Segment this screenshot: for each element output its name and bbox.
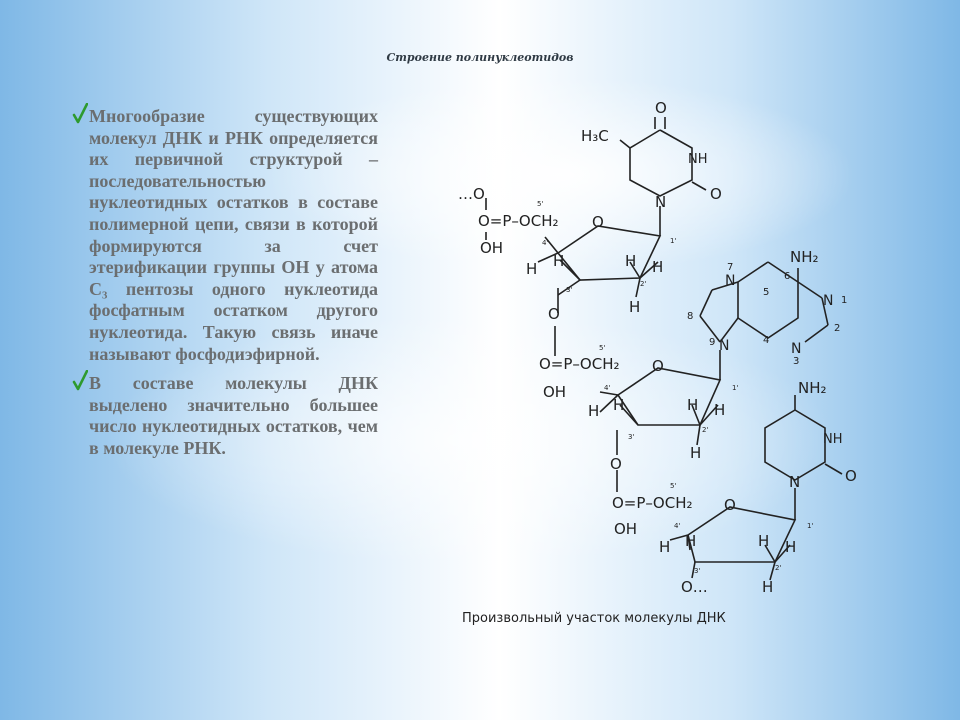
label: NH₂ — [798, 379, 827, 397]
label: O — [610, 455, 622, 473]
ring-number: 8 — [687, 311, 693, 322]
atom-number: 4' — [674, 522, 680, 530]
label: O — [655, 99, 667, 117]
label: H — [758, 532, 769, 550]
label: N — [823, 293, 833, 309]
label: H — [613, 396, 624, 414]
atom-number: 1' — [732, 384, 738, 392]
bonds — [485, 117, 843, 581]
atom-number: 1' — [670, 237, 676, 245]
label: H — [762, 578, 773, 596]
ring-number: 9 — [709, 337, 715, 348]
diagram-caption: Произвольный участок молекулы ДНК — [462, 611, 726, 626]
atom-number: 4' — [542, 239, 548, 247]
label: N — [655, 193, 666, 211]
label: H — [629, 298, 640, 316]
label: O=P–OCH₂ — [478, 212, 559, 230]
slide-title: Строение полинуклеотидов — [386, 51, 574, 64]
label: H — [714, 401, 725, 419]
label: NH₂ — [790, 248, 819, 266]
label: H — [652, 258, 663, 276]
atom-number: 2' — [702, 426, 708, 434]
label: H₃C — [581, 127, 609, 145]
label: N — [789, 473, 800, 491]
label: N — [725, 273, 735, 289]
label: H — [685, 532, 696, 550]
label: H — [785, 538, 796, 556]
label: O — [845, 467, 857, 485]
label: NH — [823, 432, 843, 447]
ring-number: 1 — [841, 295, 847, 306]
bullet-paragraph-2: В составе молекулы ДНК выделено значител… — [72, 370, 378, 459]
paragraph-text: Многообразие существующих молекул ДНК и … — [89, 106, 378, 364]
bullet-paragraph-1: Многообразие существующих молекул ДНК и … — [72, 103, 378, 365]
atom-number: 2' — [775, 564, 781, 572]
label: H — [687, 396, 698, 414]
ring-number: 7 — [727, 262, 733, 273]
label: OH — [614, 520, 637, 538]
label: H — [625, 252, 636, 270]
label: N — [719, 338, 729, 354]
label: NH — [688, 152, 708, 167]
ring-number: 4 — [763, 335, 769, 346]
label: H — [526, 260, 537, 278]
label: H — [659, 538, 670, 556]
atom-number: 5' — [537, 200, 543, 208]
label: H — [690, 444, 701, 462]
ring-number: 5 — [763, 287, 769, 298]
label: N — [791, 341, 801, 357]
dna-structure-diagram: O H₃C NH O N …O O=P–OCH₂ OH O H H H H H … — [458, 99, 857, 596]
label: H — [588, 402, 599, 420]
label: H — [553, 252, 564, 270]
checkmark-icon — [72, 370, 88, 391]
label: O — [710, 185, 722, 203]
label: O… — [681, 578, 708, 596]
atom-number: 2' — [640, 280, 646, 288]
ring-number: 6 — [784, 271, 790, 282]
label: O=P–OCH₂ — [539, 355, 620, 373]
atom-number: 4' — [604, 384, 610, 392]
atom-number: 1' — [807, 522, 813, 530]
label: O — [592, 213, 604, 231]
checkmark-icon — [72, 103, 88, 124]
ring-number: 2 — [834, 323, 840, 334]
label: O — [548, 305, 560, 323]
atom-number: 5' — [670, 482, 676, 490]
atom-number: 5' — [599, 344, 605, 352]
atom-number: 3' — [566, 286, 572, 294]
paragraph-text: В составе молекулы ДНК выделено значител… — [89, 373, 378, 458]
label: OH — [480, 239, 503, 257]
label: …O — [458, 185, 485, 203]
atom-number: 3' — [628, 433, 634, 441]
label: O=P–OCH₂ — [612, 494, 693, 512]
label: O — [652, 357, 664, 375]
label: OH — [543, 383, 566, 401]
atom-number: 3' — [694, 567, 700, 575]
text-block: Многообразие существующих молекул ДНК и … — [72, 103, 378, 468]
ring-number: 3 — [793, 356, 799, 367]
label: O — [724, 496, 736, 514]
